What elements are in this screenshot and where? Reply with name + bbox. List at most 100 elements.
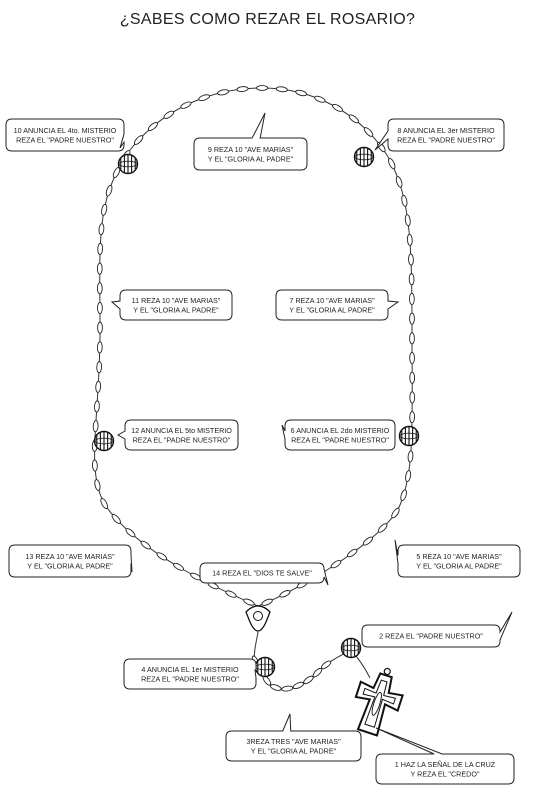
small-bead bbox=[292, 681, 304, 690]
small-bead bbox=[140, 540, 151, 550]
instruction-bubble-text: 9 REZA 10 "AVE MARIAS" bbox=[208, 145, 294, 154]
instruction-bubble-11: 11 REZA 10 "AVE MARIAS"Y EL "GLORIA AL P… bbox=[110, 289, 233, 321]
instruction-bubble-text: Y EL "GLORIA AL PADRE" bbox=[251, 746, 337, 755]
small-bead bbox=[405, 470, 412, 483]
small-bead bbox=[92, 459, 98, 472]
centerpiece-medal bbox=[245, 605, 271, 632]
rosary-chain bbox=[94, 87, 413, 690]
small-bead bbox=[395, 176, 403, 188]
small-bead bbox=[409, 292, 415, 305]
small-bead bbox=[125, 528, 136, 538]
large-bead bbox=[93, 430, 115, 452]
instruction-bubble-text: Y EL "GLORIA AL PADRE" bbox=[133, 305, 219, 314]
instruction-bubble-text: REZA EL "PADRE NUESTRO" bbox=[291, 435, 389, 444]
small-bead bbox=[295, 89, 308, 97]
instruction-bubble-text: 1 HAZ LA SEÑAL DE LA CRUZ bbox=[395, 760, 496, 769]
small-bead bbox=[163, 110, 175, 119]
crucifix bbox=[354, 667, 404, 737]
page-title: ¿SABES COMO REZAR EL ROSARIO? bbox=[119, 11, 416, 28]
small-bead bbox=[281, 685, 294, 692]
small-bead bbox=[404, 214, 411, 227]
instruction-bubble-text: 2 REZA EL "PADRE NUESTRO" bbox=[379, 632, 483, 641]
small-bead bbox=[94, 479, 101, 491]
instruction-bubble-text: Y EL "GLORIA AL PADRE" bbox=[416, 561, 502, 570]
instruction-bubble-text: 12 ANUNCIA EL 5to MISTERIO bbox=[131, 426, 232, 435]
small-bead bbox=[409, 332, 415, 345]
small-bead bbox=[96, 361, 103, 374]
small-bead bbox=[314, 95, 326, 103]
small-bead bbox=[105, 184, 113, 197]
instruction-bubble-text: Y EL "GLORIA AL PADRE" bbox=[208, 154, 294, 163]
small-bead bbox=[96, 262, 103, 275]
instruction-bubble-text: Y REZA EL "CREDO" bbox=[410, 769, 479, 778]
small-bead bbox=[261, 598, 273, 606]
large-bead bbox=[353, 146, 375, 168]
instruction-bubble-text: Y EL "GLORIA AL PADRE" bbox=[27, 561, 113, 570]
small-bead bbox=[406, 233, 413, 246]
small-bead bbox=[409, 312, 415, 325]
small-bead bbox=[94, 400, 100, 413]
instruction-bubble-text: 11 REZA 10 "AVE MARIAS" bbox=[132, 296, 221, 305]
instruction-bubble-14: 14 REZA EL "DIOS TE SALVE" bbox=[199, 562, 329, 586]
instruction-bubble-text: REZA EL "PADRE NUESTRO" bbox=[397, 135, 495, 144]
instruction-bubble-9: 9 REZA 10 "AVE MARIAS"Y EL "GLORIA AL PA… bbox=[193, 112, 308, 171]
instruction-bubble-text: 3REZA TRES "AVE MARIAS" bbox=[246, 737, 341, 746]
small-bead bbox=[98, 223, 105, 236]
small-bead bbox=[111, 514, 121, 524]
small-bead bbox=[243, 598, 255, 606]
small-bead bbox=[348, 114, 359, 124]
small-bead bbox=[96, 341, 103, 354]
small-bead bbox=[400, 489, 407, 502]
small-bead bbox=[100, 497, 108, 509]
rosary-centerpiece bbox=[245, 605, 271, 632]
small-bead bbox=[217, 89, 230, 96]
large-bead bbox=[254, 656, 276, 678]
instruction-bubble-text: 10 ANUNCIA EL 4to. MISTERIO bbox=[14, 126, 117, 135]
small-bead bbox=[303, 675, 314, 685]
small-bead bbox=[96, 282, 103, 295]
small-bead bbox=[409, 371, 416, 384]
small-bead bbox=[236, 86, 249, 92]
small-bead bbox=[407, 450, 414, 463]
instruction-bubble-text: REZA EL "PADRE NUESTRO" bbox=[133, 435, 231, 444]
small-bead bbox=[408, 273, 415, 286]
crucifix-icon bbox=[354, 667, 404, 737]
small-bead bbox=[332, 103, 343, 112]
small-bead bbox=[173, 562, 184, 571]
small-bead bbox=[101, 203, 108, 216]
large-bead bbox=[117, 153, 139, 175]
small-bead bbox=[256, 85, 269, 91]
small-bead bbox=[92, 420, 99, 433]
small-bead bbox=[320, 660, 332, 670]
small-bead bbox=[225, 590, 237, 598]
small-bead bbox=[198, 94, 210, 102]
small-bead bbox=[97, 301, 103, 315]
small-bead bbox=[269, 684, 282, 691]
small-bead bbox=[97, 242, 104, 255]
small-bead bbox=[409, 411, 415, 424]
instruction-bubble-text: 8 ANUNCIA EL 3er MISTERIO bbox=[397, 126, 495, 135]
instruction-bubble-3: 3REZA TRES "AVE MARIAS"Y EL "GLORIA AL P… bbox=[225, 713, 362, 762]
small-bead bbox=[97, 321, 103, 334]
instruction-bubble-text: 14 REZA EL "DIOS TE SALVE" bbox=[212, 569, 312, 578]
small-bead bbox=[409, 351, 415, 365]
instruction-bubble-text: 7 REZA 10 "AVE MARIAS" bbox=[289, 296, 375, 305]
small-bead bbox=[409, 391, 416, 404]
small-bead bbox=[133, 135, 144, 145]
instruction-bubble-2: 2 REZA EL "PADRE NUESTRO" bbox=[361, 611, 513, 648]
instruction-bubble-5: 5 REZA 10 "AVE MARIAS"Y EL "GLORIA AL PA… bbox=[394, 539, 521, 578]
instruction-bubble-text: 5 REZA 10 "AVE MARIAS" bbox=[416, 552, 502, 561]
small-bead bbox=[391, 507, 400, 519]
small-bead bbox=[279, 590, 291, 598]
small-bead bbox=[156, 552, 168, 561]
small-bead bbox=[347, 548, 358, 558]
instruction-bubble-text: REZA EL "PADRE NUESTRO" bbox=[141, 674, 239, 683]
rosary-large-beads bbox=[93, 146, 420, 678]
small-bead bbox=[362, 536, 373, 546]
rosary-beads bbox=[91, 85, 416, 692]
